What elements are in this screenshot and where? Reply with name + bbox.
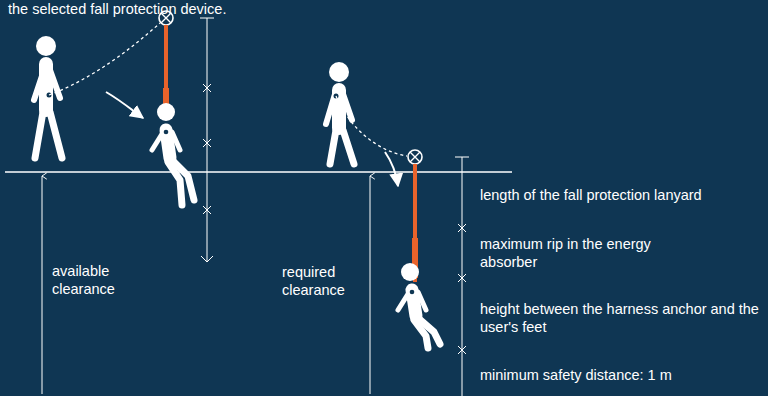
- dimension-label: available clearance: [52, 262, 142, 298]
- caption-text: the selected fall protection device.: [8, 0, 428, 18]
- fall-arrow: [106, 92, 143, 118]
- dimension-label: height between the harness anchor and th…: [480, 300, 764, 336]
- dimension-line: [370, 176, 371, 394]
- lanyard-path: [336, 96, 407, 156]
- dimension-line: [42, 176, 43, 394]
- edge-line: [5, 171, 512, 173]
- worker-figure: [34, 36, 62, 158]
- anchor-symbol: [408, 150, 422, 164]
- fallen-worker-figure: [152, 103, 194, 205]
- dimension-label: maximum rip in the energy absorber: [480, 235, 680, 271]
- worker-figure: [326, 62, 354, 164]
- lanyard-path: [49, 23, 160, 95]
- dimension-label: length of the fall protection lanyard: [480, 186, 764, 204]
- fallen-worker-figure: [398, 263, 440, 348]
- dimension-label: minimum safety distance: 1 m: [480, 366, 764, 384]
- dimension-label: required clearance: [282, 263, 366, 299]
- fall-arrow: [385, 152, 398, 186]
- dimension-line: [455, 157, 469, 396]
- dimension-line: [200, 18, 214, 262]
